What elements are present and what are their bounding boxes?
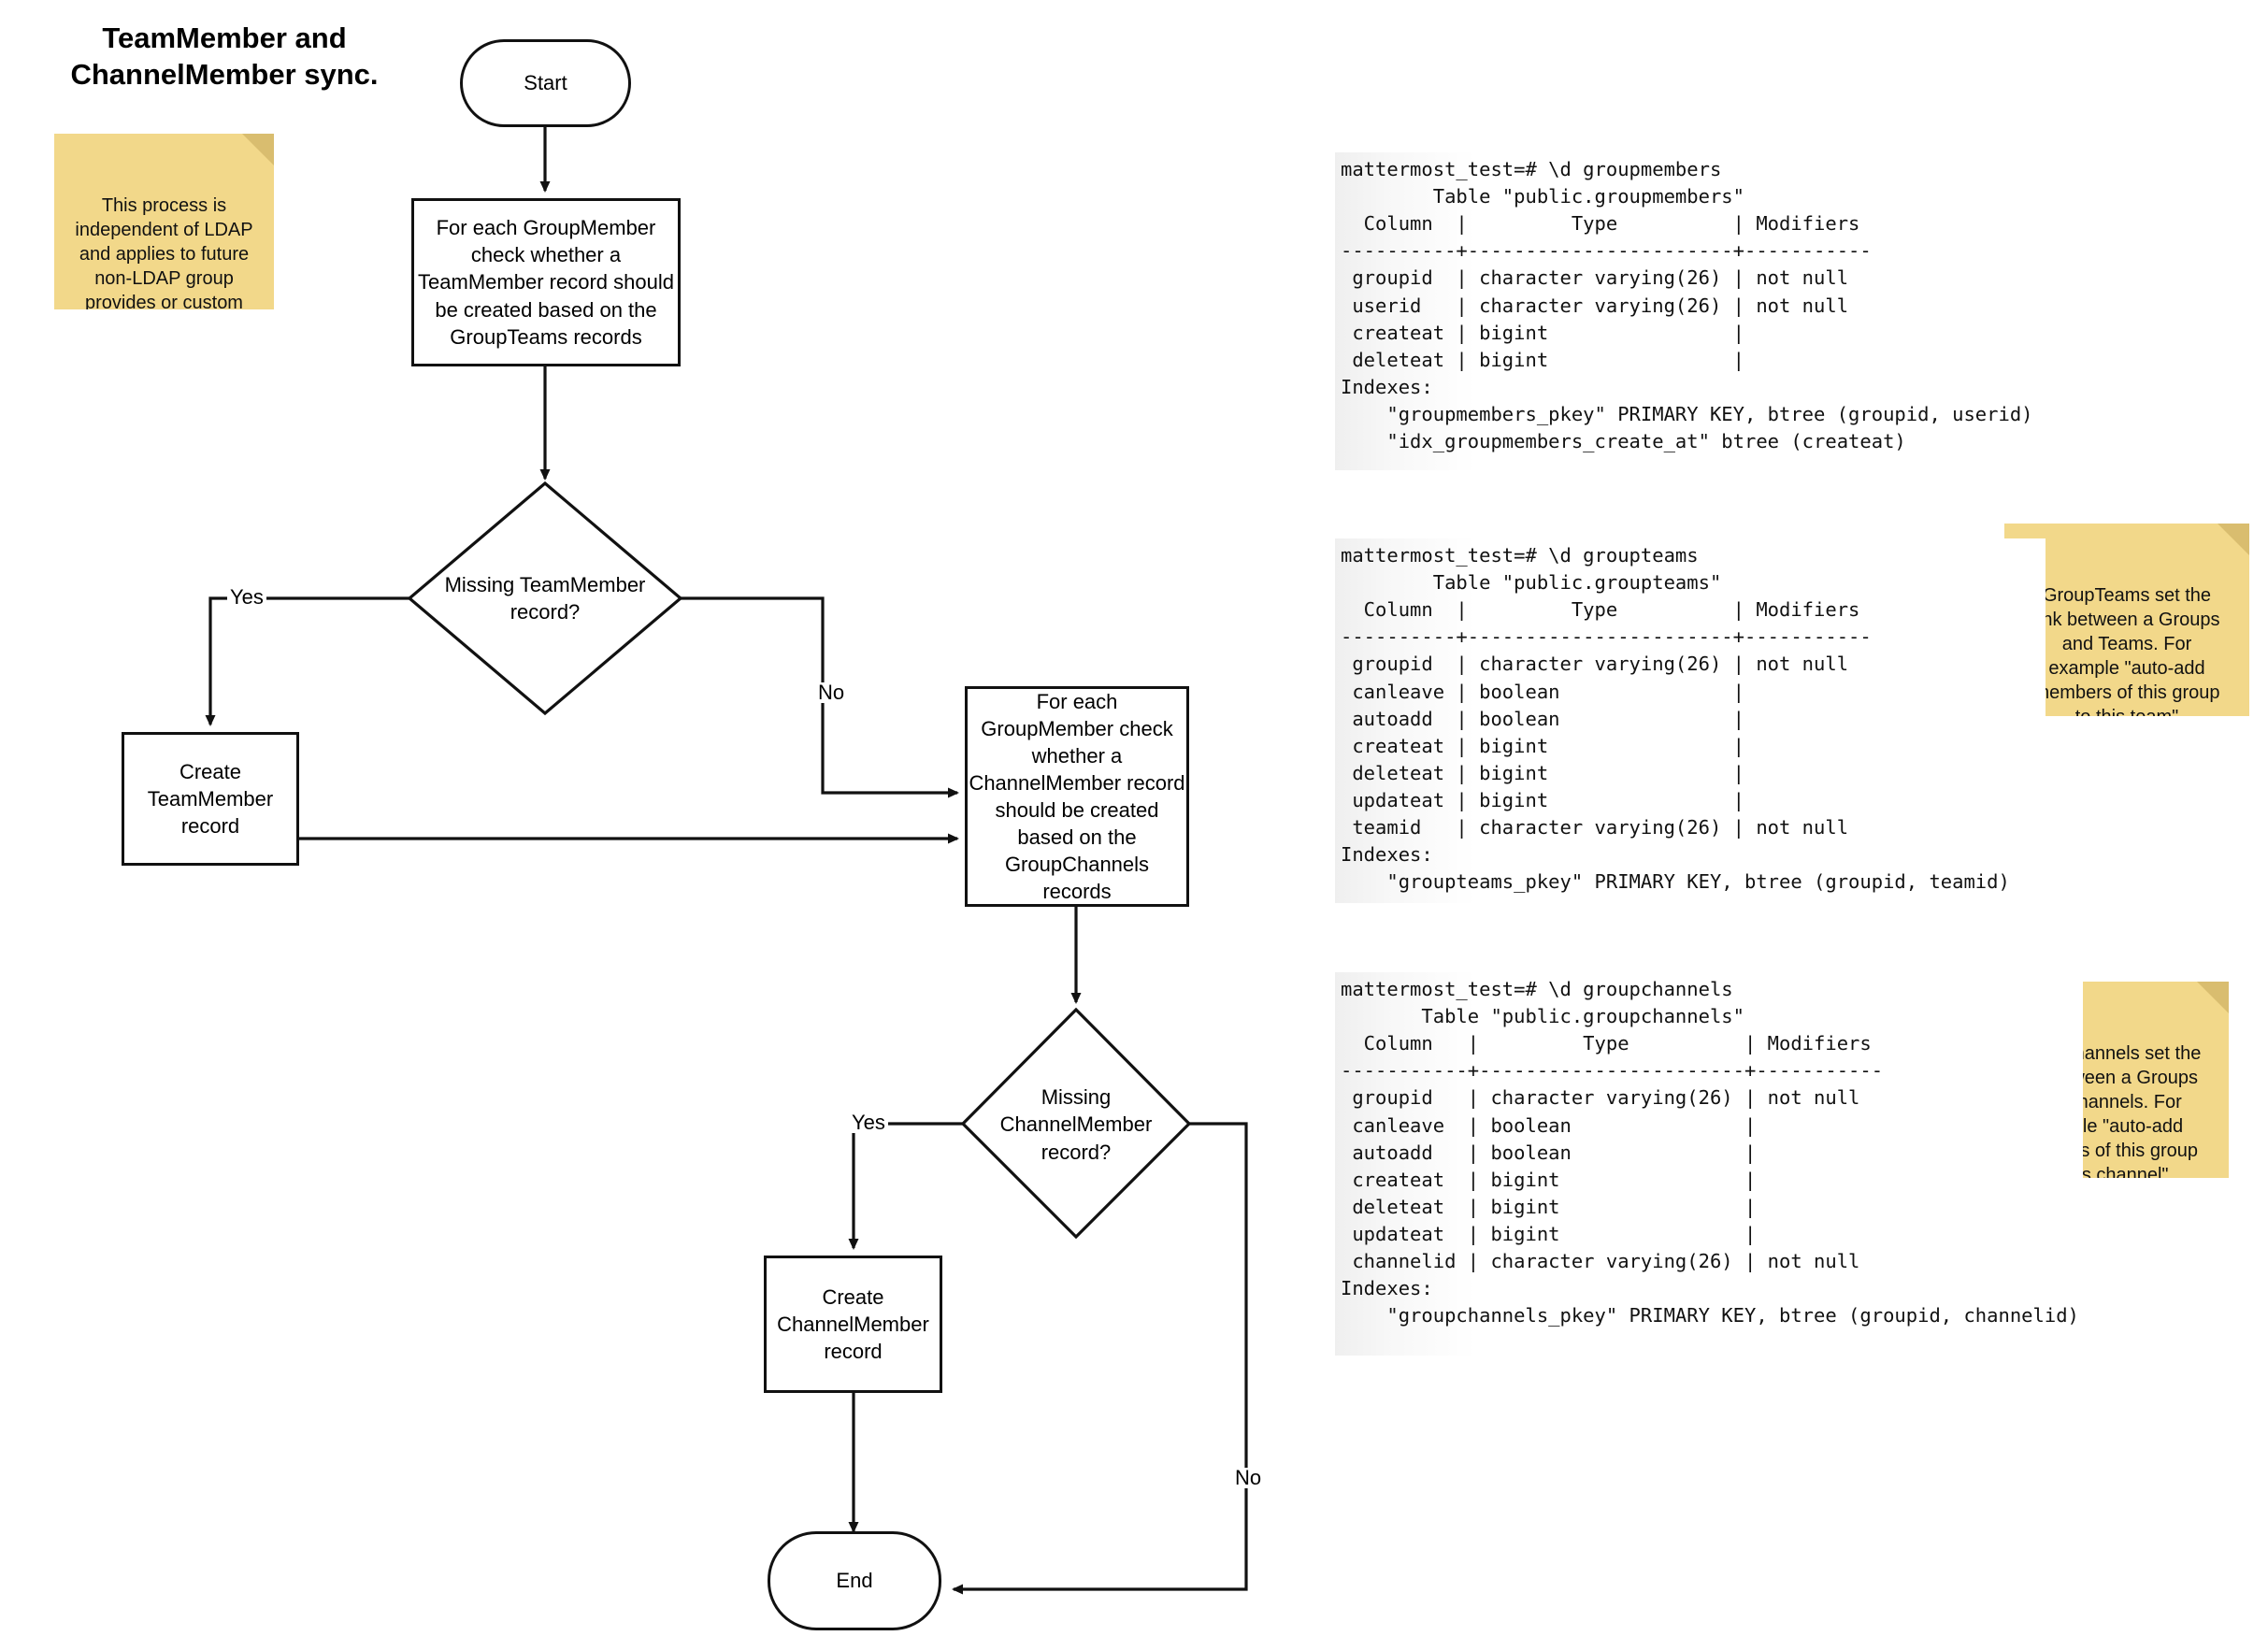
edge-decision2-no	[952, 1122, 1248, 1595]
node-decision-missing-channelmember[interactable]: Missing ChannelMember record?	[999, 1085, 1153, 1164]
terminal-output-groupteams: mattermost_test=# \d groupteams Table "p…	[1335, 538, 2046, 903]
node-create-channelmember-record[interactable]: Create ChannelMember record	[764, 1256, 942, 1393]
node-decision-missing-teammember[interactable]: Missing TeamMember record?	[444, 572, 646, 624]
terminal-output-groupchannels: mattermost_test=# \d groupchannels Table…	[1335, 972, 2083, 1356]
node-process-channelmember-check[interactable]: For each GroupMember check whether a Cha…	[965, 686, 1189, 907]
node-start[interactable]: Start	[460, 39, 631, 127]
edge-label-decision1-no: No	[815, 682, 848, 703]
sticky-fold-corner-icon	[2197, 982, 2229, 1013]
sticky-note-ldap-text: This process is independent of LDAP and …	[75, 195, 253, 309]
edge-label-decision1-yes: Yes	[227, 587, 266, 608]
node-create-teammember-record[interactable]: Create TeamMember record	[122, 732, 299, 866]
sticky-fold-corner-icon	[242, 134, 274, 165]
edge-label-decision2-yes: Yes	[849, 1112, 888, 1133]
node-process-teammember-check[interactable]: For each GroupMember check whether a Tea…	[411, 198, 681, 366]
edge-decision2-yes	[848, 1122, 963, 1250]
terminal-output-groupmembers: mattermost_test=# \d groupmembers Table …	[1335, 152, 2033, 470]
edge-decision1-yes	[205, 596, 409, 726]
sticky-fold-corner-icon	[2218, 524, 2249, 555]
node-end[interactable]: End	[768, 1531, 941, 1630]
sticky-note-groupteams-text: GroupTeams set the link between a Groups…	[2033, 585, 2220, 716]
sticky-note-ldap: This process is independent of LDAP and …	[54, 134, 274, 309]
page-title: TeamMember and ChannelMember sync.	[70, 22, 379, 91]
edge-label-decision2-no: No	[1232, 1468, 1265, 1488]
